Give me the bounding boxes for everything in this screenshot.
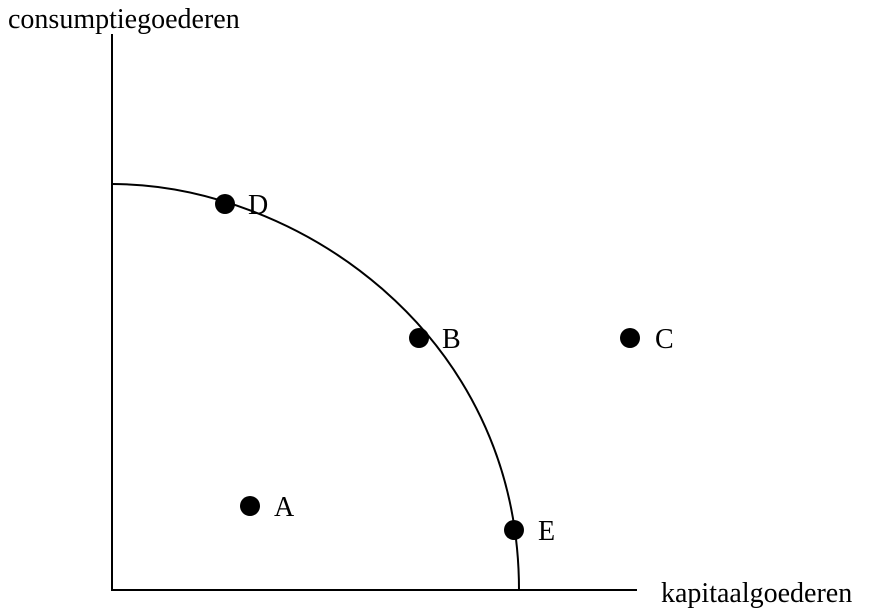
point-a-label: A: [274, 492, 295, 523]
y-axis-title: consumptiegoederen: [8, 4, 240, 35]
x-axis-title: kapitaalgoederen: [661, 578, 853, 609]
point-b: B: [409, 324, 461, 355]
point-a-marker: [240, 496, 260, 516]
point-d: D: [215, 190, 268, 221]
point-e: E: [504, 516, 555, 547]
point-e-label: E: [538, 516, 555, 547]
point-d-marker: [215, 194, 235, 214]
point-c: C: [620, 324, 674, 355]
point-d-label: D: [248, 190, 268, 221]
production-possibility-curve: [111, 183, 520, 591]
point-a: A: [240, 492, 295, 523]
point-b-label: B: [442, 324, 461, 355]
point-e-marker: [504, 520, 524, 540]
point-b-marker: [409, 328, 429, 348]
point-c-label: C: [655, 324, 674, 355]
point-c-marker: [620, 328, 640, 348]
